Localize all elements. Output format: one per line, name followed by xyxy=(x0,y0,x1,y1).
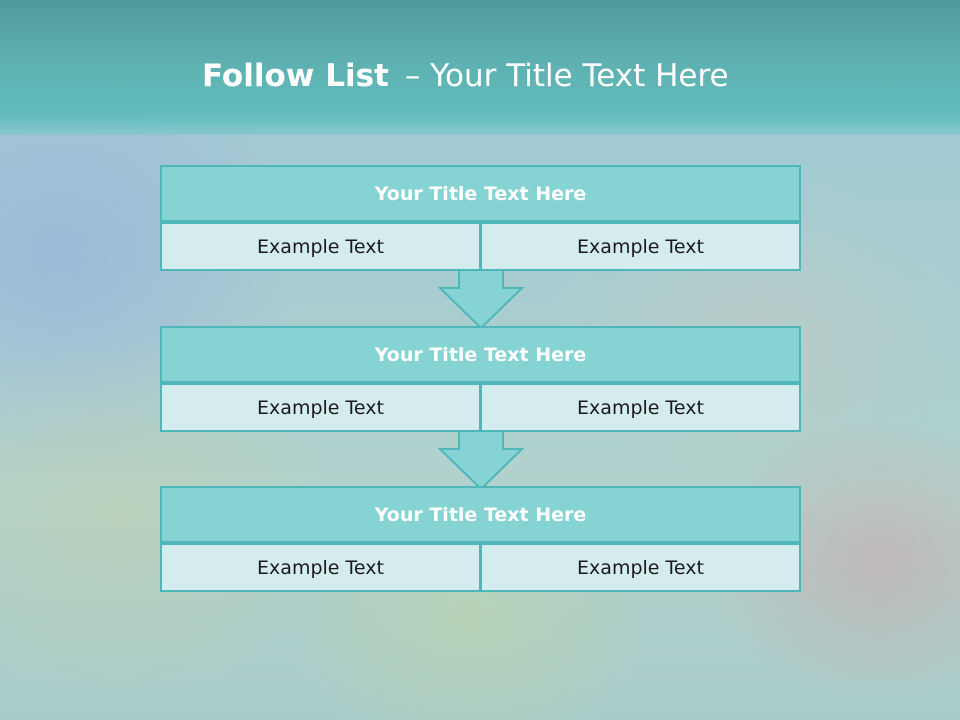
block-title: Your Title Text Here xyxy=(160,165,801,222)
slide-title-bold: Follow List xyxy=(202,58,389,94)
block-cell-right: Example Text xyxy=(480,543,801,592)
block-cell-right: Example Text xyxy=(480,222,801,271)
block-cell-left: Example Text xyxy=(160,383,481,432)
slide-title-rest: – Your Title Text Here xyxy=(404,58,729,94)
block-title: Your Title Text Here xyxy=(160,326,801,383)
down-arrow-icon xyxy=(438,270,524,330)
block-cell-left: Example Text xyxy=(160,222,481,271)
block-cell-right: Example Text xyxy=(480,383,801,432)
down-arrow-icon xyxy=(438,431,524,491)
list-block-3: Your Title Text Here Example Text Exampl… xyxy=(160,486,801,592)
list-block-1: Your Title Text Here Example Text Exampl… xyxy=(160,165,801,271)
block-title: Your Title Text Here xyxy=(160,486,801,543)
list-block-2: Your Title Text Here Example Text Exampl… xyxy=(160,326,801,432)
slide-title: Follow List – Your Title Text Here xyxy=(202,56,729,96)
block-cell-left: Example Text xyxy=(160,543,481,592)
header-band xyxy=(0,0,960,135)
